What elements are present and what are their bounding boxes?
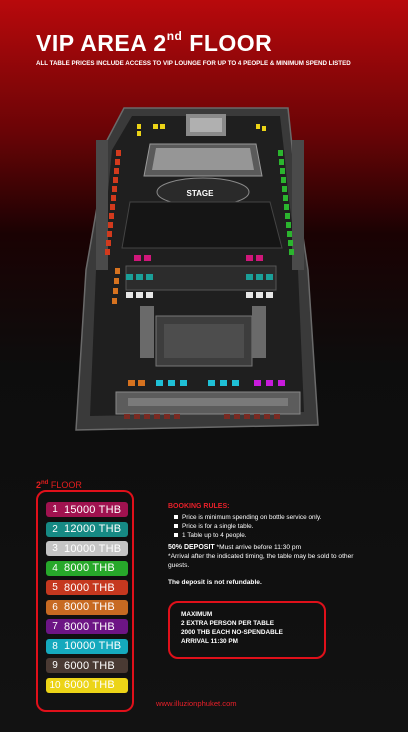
floor-label: 2nd FLOOR: [36, 480, 82, 490]
price-row-4: 4 8000 THB: [46, 560, 128, 576]
tables-zone-3: [126, 292, 273, 298]
price-row-2: 2 12000 THB: [46, 521, 128, 537]
price-zone-number: 1: [52, 504, 58, 515]
tables-zone-10: [137, 124, 266, 136]
stage-label: STAGE: [187, 189, 215, 198]
left-wall: [96, 140, 108, 270]
price-zone-number: 6: [52, 601, 58, 613]
refund-note: The deposit is not refundable.: [168, 579, 262, 586]
tables-zone-1: [134, 255, 263, 261]
price-amount: 15000 THB: [64, 503, 122, 516]
bullet-icon: [174, 524, 178, 529]
stairs-left: [140, 306, 154, 358]
maximum-box: MAXIMUM 2 EXTRA PERSON PER TABLE 2000 TH…: [168, 601, 326, 659]
website-link[interactable]: www.illuzionphuket.com: [156, 699, 237, 708]
booking-rules-title: BOOKING RULES:: [168, 503, 230, 510]
tables-zone-6: [112, 268, 145, 386]
price-zone-number: 5: [52, 582, 58, 593]
tables-zone-8: [156, 380, 239, 386]
maximum-line: ARRIVAL 11:30 PM: [181, 638, 238, 645]
tables-zone-2: [126, 274, 273, 280]
tables-zone-9: [124, 414, 280, 419]
vip-floor-map: STAGE: [75, 107, 319, 431]
price-amount: 8000 THB: [64, 620, 115, 633]
price-row-1: 1 15000 THB: [46, 502, 128, 517]
right-wall: [292, 140, 304, 270]
price-amount: 10000 THB: [64, 542, 122, 555]
price-amount: 8000 THB: [64, 601, 115, 613]
deposit-note: 50% DEPOSIT *Must arrive before 11:30 pm…: [168, 544, 354, 569]
price-amount: 6000 THB: [64, 659, 115, 672]
price-row-7: 7 8000 THB: [46, 619, 128, 634]
maximum-line: 2 EXTRA PERSON PER TABLE: [181, 620, 275, 627]
price-zone-number: 2: [52, 523, 58, 535]
price-zone-number: 7: [52, 621, 58, 632]
price-row-8: 8 10000 THB: [46, 638, 128, 654]
price-amount: 12000 THB: [64, 523, 122, 535]
maximum-line: 2000 THB EACH NO-SPENDABLE: [181, 629, 283, 636]
price-zone-number: 8: [52, 640, 58, 652]
bullet-icon: [174, 515, 178, 520]
price-zone-number: 4: [52, 562, 58, 574]
price-zone-number: 3: [52, 543, 58, 554]
price-row-6: 6 8000 THB: [46, 599, 128, 615]
price-zone-number: 9: [52, 660, 58, 671]
price-amount: 10000 THB: [64, 640, 122, 652]
price-row-3: 3 10000 THB: [46, 541, 128, 556]
tables-zone-5: [105, 150, 121, 255]
tables-zone-7: [254, 380, 285, 386]
rule-item: Price is minimum spending on bottle serv…: [174, 514, 321, 521]
tables-zone-4: [278, 150, 294, 255]
page-title: VIP AREA 2nd FLOOR: [36, 29, 273, 56]
price-amount: 8000 THB: [64, 562, 115, 574]
stairs-right: [252, 306, 266, 358]
price-row-9: 9 6000 THB: [46, 658, 128, 673]
price-amount: 6000 THB: [64, 679, 115, 691]
price-amount: 8000 THB: [64, 581, 115, 594]
rule-item: 1 Table up to 4 people.: [174, 532, 247, 539]
dance-floor: [121, 201, 283, 249]
bullet-icon: [174, 533, 178, 538]
page-subtitle: ALL TABLE PRICES INCLUDE ACCESS TO VIP L…: [36, 60, 351, 67]
price-row-5: 5 8000 THB: [46, 580, 128, 595]
rule-item: Price is for a single table.: [174, 523, 253, 530]
maximum-line: MAXIMUM: [181, 611, 213, 618]
price-zone-number: 10: [49, 679, 61, 691]
